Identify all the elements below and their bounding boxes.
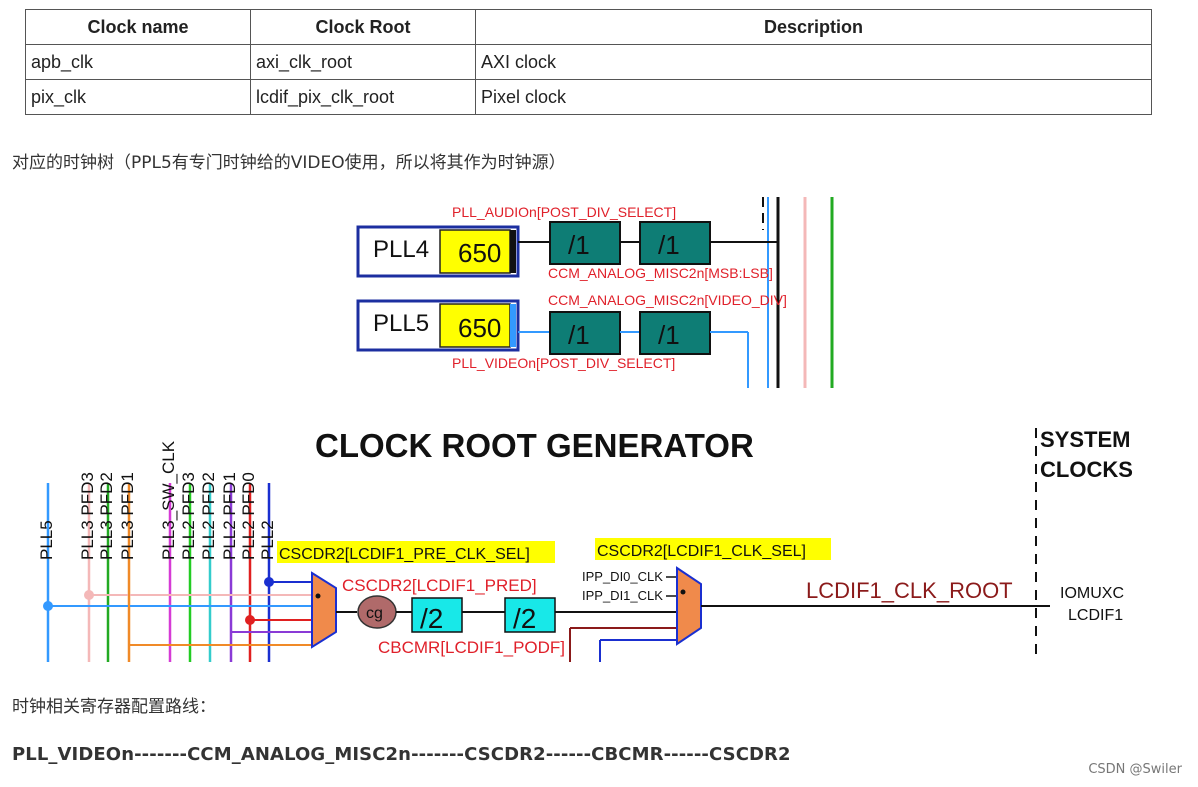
cell-clock-root: lcdif_pix_clk_root: [250, 79, 476, 115]
source-label: PLL2 PFD0: [239, 472, 258, 560]
source-label: PLL3 PFD2: [97, 472, 116, 560]
video-select-label: PLL_VIDEOn[POST_DIV_SELECT]: [452, 355, 675, 371]
clocks-label: CLOCKS: [1040, 457, 1133, 482]
dest-lcdif1: LCDIF1: [1068, 607, 1123, 624]
pll5-div-b: [639, 311, 711, 355]
header-clock-root: Clock Root: [250, 9, 476, 45]
pll5-div-a-label: /1: [568, 320, 590, 350]
cell-clock-root: axi_clk_root: [250, 44, 476, 80]
cell-clock-name: pix_clk: [25, 79, 251, 115]
header-clock-name: Clock name: [25, 9, 251, 45]
clk-sel-highlight: [595, 538, 831, 560]
audio-select-label: PLL_AUDIOn[POST_DIV_SELECT]: [452, 204, 676, 220]
misc2-video-label: CCM_ANALOG_MISC2n[VIDEO_DIV]: [548, 292, 787, 308]
table-row: pix_clk lcdif_pix_clk_root Pixel clock: [25, 79, 1152, 115]
clock-root-title: CLOCK ROOT GENERATOR: [315, 427, 754, 464]
source-label: PLL2: [258, 520, 277, 560]
ipp-di1-label: IPP_DI1_CLK: [582, 588, 663, 603]
source-label: PLL3 PFD1: [118, 472, 137, 560]
pll4-label: PLL4: [373, 236, 429, 263]
clock-tree-caption: 对应的时钟树（PPL5有专门时钟给的VIDEO使用，所以将其作为时钟源）: [12, 153, 566, 173]
podf-divider-label: /2: [513, 603, 536, 634]
clk-sel-mux: [676, 566, 702, 646]
pre-clk-mux: [311, 571, 337, 649]
pll5-div-b-label: /1: [658, 320, 680, 350]
cell-clock-name: apb_clk: [25, 44, 251, 80]
pred-divider-label: /2: [420, 603, 443, 634]
system-label: SYSTEM: [1040, 427, 1130, 452]
source-label: PLL3 PFD3: [78, 472, 97, 560]
watermark: CSDN @Swiler: [1088, 762, 1182, 777]
misc2-msb-label: CCM_ANALOG_MISC2n[MSB:LSB]: [548, 265, 773, 281]
source-label: PLL2 PFD3: [179, 472, 198, 560]
pll4-div-a: [549, 221, 621, 265]
source-label: PLL5: [37, 520, 56, 560]
clock-table: Clock name Clock Root Description apb_cl…: [25, 9, 1152, 115]
podf-divider: [504, 597, 556, 633]
pll5-label: PLL5: [373, 310, 429, 337]
table-row: apb_clk axi_clk_root AXI clock: [25, 44, 1152, 80]
register-path: PLL_VIDEOn-------CCM_ANALOG_MISC2n------…: [12, 744, 791, 765]
source-label: PLL2 PFD1: [220, 472, 239, 560]
podf-label: CBCMR[LCDIF1_PODF]: [378, 638, 565, 657]
register-path-caption: 时钟相关寄存器配置路线：: [12, 697, 216, 717]
ipp-di0-label: IPP_DI0_CLK: [582, 569, 663, 584]
pll4-div-b: [639, 221, 711, 265]
dest-iomuxc: IOMUXC: [1060, 585, 1124, 602]
cg-label: cg: [366, 605, 383, 622]
source-label: PLL2 PFD2: [199, 472, 218, 560]
pre-clk-sel-label: CSCDR2[LCDIF1_PRE_CLK_SEL]: [279, 546, 530, 563]
pred-label: CSCDR2[LCDIF1_PRED]: [342, 576, 537, 595]
table-header-row: Clock name Clock Root Description: [25, 9, 1152, 45]
pll4-div-b-label: /1: [658, 230, 680, 260]
pred-divider: [411, 597, 463, 633]
pre-clk-sel-highlight: [277, 541, 555, 563]
pll5-freq: 650: [458, 313, 501, 343]
pll4-freq: 650: [458, 238, 501, 268]
lcdif1-clk-root-label: LCDIF1_CLK_ROOT: [806, 578, 1013, 603]
cell-description: Pixel clock: [475, 79, 1152, 115]
source-label: PLL3_SW_CLK: [159, 440, 178, 560]
clk-sel-label: CSCDR2[LCDIF1_CLK_SEL]: [597, 543, 806, 560]
pll5-div-a: [549, 311, 621, 355]
pll4-div-a-label: /1: [568, 230, 590, 260]
